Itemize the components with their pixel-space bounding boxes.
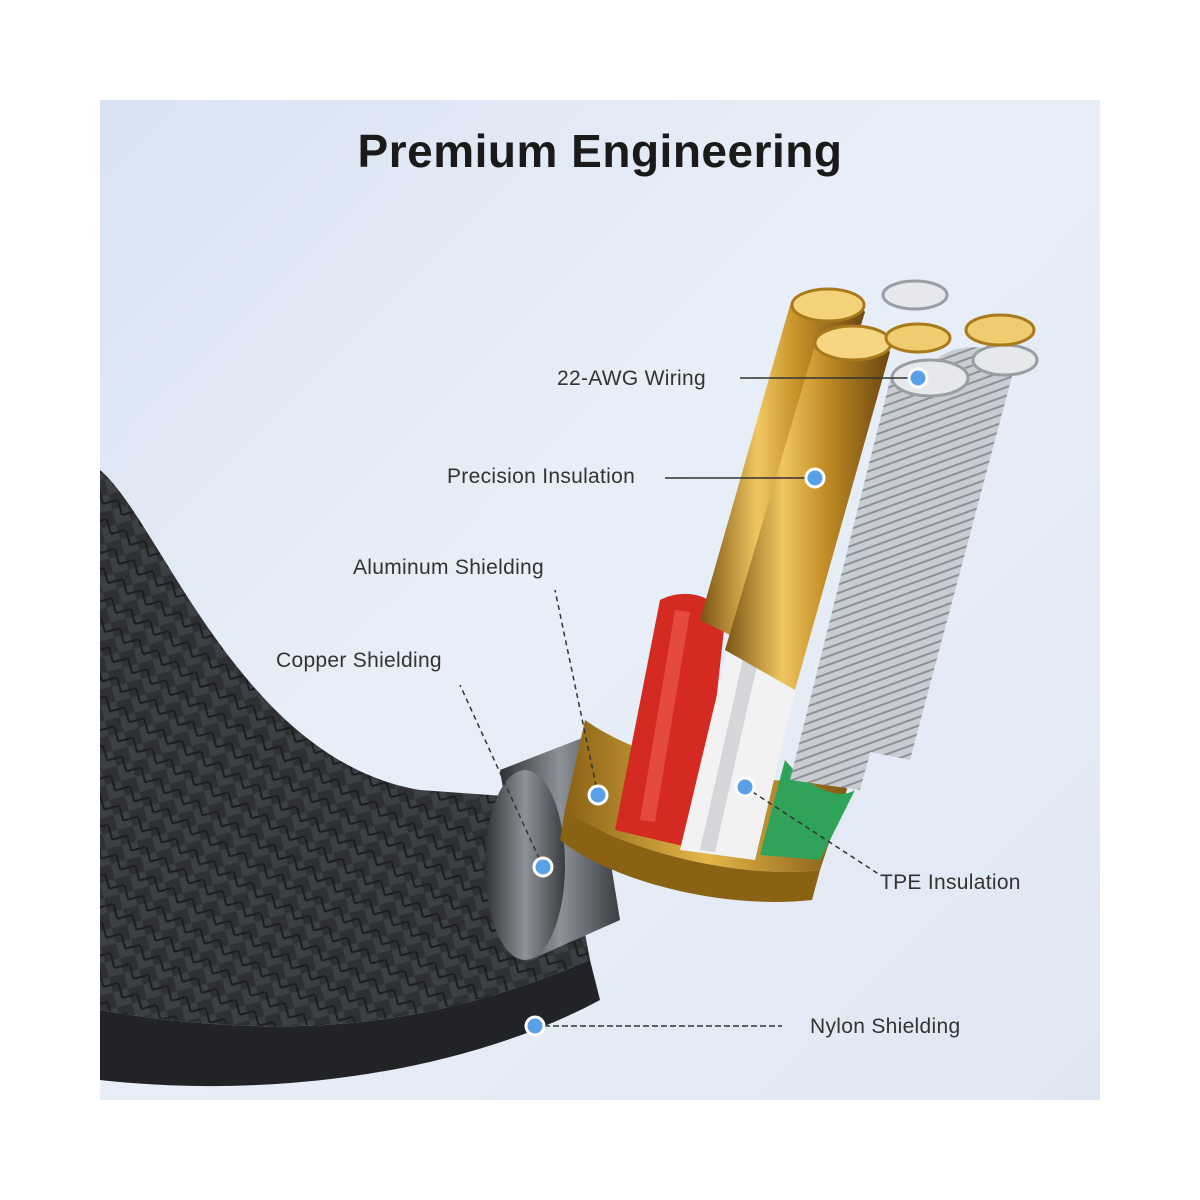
diagram-title: Premium Engineering (357, 125, 843, 177)
label-nylon-shielding: Nylon Shielding (810, 1015, 961, 1038)
green-insulation (760, 760, 855, 860)
label-22-awg-wiring: 22-AWG Wiring (557, 367, 706, 390)
copper-shielding-leader-line (459, 684, 544, 868)
precision-insulation-marker (804, 467, 826, 489)
nylon-shielding-marker (524, 1015, 546, 1037)
label-tpe-insulation: TPE Insulation (880, 871, 1021, 894)
braided-cable-body (100, 470, 590, 1027)
stranded-wire-front (790, 366, 970, 790)
label-copper-shielding: Copper Shielding (276, 649, 442, 672)
aluminum-shielding-marker (587, 784, 609, 806)
copper-shielding-marker (532, 856, 554, 878)
label-precision-insulation: Precision Insulation (447, 465, 636, 488)
tpe-insulation-marker (734, 776, 756, 798)
gold-conductor-front (725, 336, 890, 690)
label-aluminum-shielding: Aluminum Shielding (353, 556, 544, 579)
stranded-wire-back (860, 347, 1015, 760)
aluminum-shielding-leader-line (554, 589, 599, 796)
white-insulation (680, 636, 800, 860)
wiring-marker (907, 367, 929, 389)
